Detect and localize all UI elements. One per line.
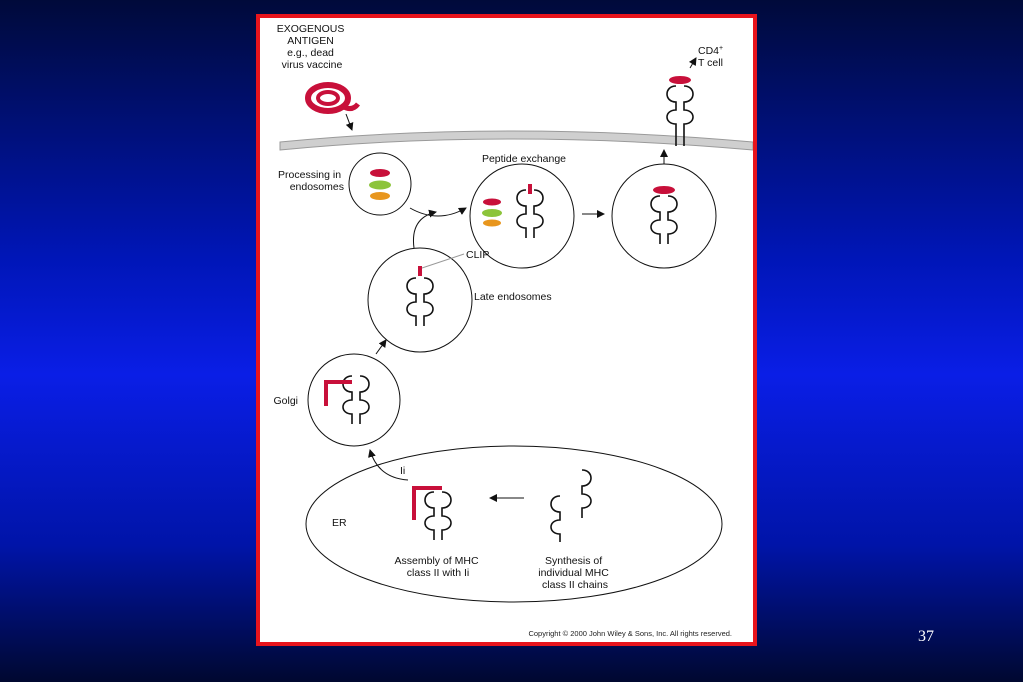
- clip-label: CLIP: [466, 249, 489, 261]
- surface-peptide-icon: [669, 76, 691, 84]
- er-compartment: [305, 445, 723, 603]
- invariant-chain-label: Ii: [400, 465, 405, 477]
- bound-peptide-icon: [653, 186, 675, 194]
- peptide-exchange-label: Peptide exchange: [482, 153, 566, 165]
- clip-fragment-icon: [418, 266, 422, 276]
- invariant-chain-er-icon: [412, 486, 442, 520]
- golgi-vesicle: [307, 353, 401, 447]
- figure-frame: EXOGENOUS ANTIGEN e.g., dead virus vacci…: [256, 14, 757, 646]
- er-label: ER: [332, 517, 347, 529]
- antigen-label: EXOGENOUS ANTIGEN e.g., dead virus vacci…: [277, 23, 348, 71]
- antigen-entry-arrow: [345, 113, 354, 131]
- assembly-label: Assembly of MHC class II with Ii: [395, 555, 482, 579]
- clip-peptide-icon: [528, 184, 532, 194]
- processing-label: Processing in endosomes: [278, 169, 344, 193]
- processing-to-exchange-arrow: [409, 207, 467, 217]
- late-endosomes-label: Late endosomes: [474, 291, 552, 303]
- er-to-golgi-arrow: [368, 449, 409, 481]
- invariant-chain-golgi-icon: [324, 380, 352, 406]
- mhc-class-ii-pathway-diagram: EXOGENOUS ANTIGEN e.g., dead virus vacci…: [273, 23, 753, 638]
- plasma-membrane: [279, 130, 753, 151]
- surface-mhc-class-ii: [666, 85, 694, 135]
- synthesis-label: Synthesis of individual MHC class II cha…: [538, 555, 612, 591]
- exchange-peptide-fragments-icon: [482, 198, 502, 227]
- loaded-mhc-endosome: [611, 163, 717, 269]
- to-t-cell-arrow: [688, 57, 697, 69]
- cd4-t-cell-label: CD4+ T cell: [698, 41, 726, 69]
- late-to-exchange-arrow: [412, 209, 437, 249]
- individual-mhc-chains: [550, 469, 592, 542]
- copyright-notice: Copyright © 2000 John Wiley & Sons, Inc.…: [528, 629, 732, 638]
- clip-pointer: [421, 253, 465, 269]
- golgi-to-late-arrow: [375, 339, 387, 355]
- peptide-exchange-endosome: [469, 163, 575, 269]
- peptide-fragments-icon: [369, 169, 391, 200]
- antigen-virus-icon: [305, 82, 360, 114]
- slide-number: 37: [918, 628, 934, 645]
- late-endosome: [367, 247, 473, 353]
- golgi-label: Golgi: [273, 395, 298, 407]
